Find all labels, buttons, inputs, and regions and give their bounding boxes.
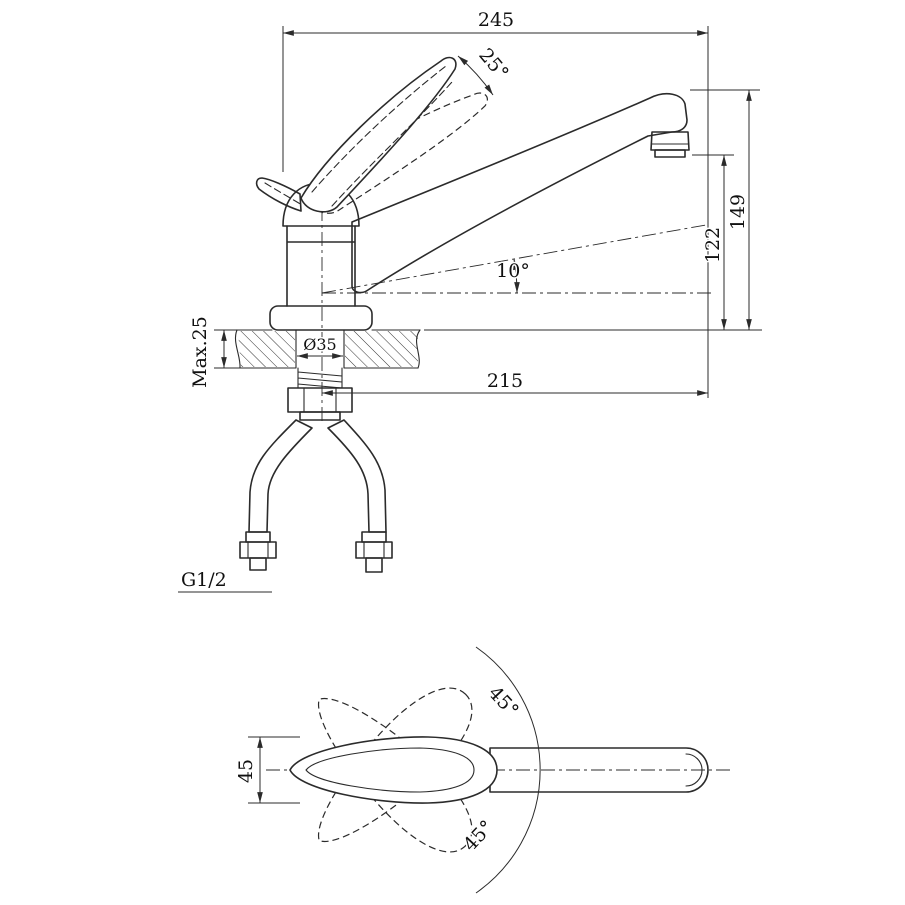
spout-outline xyxy=(351,92,688,294)
arc-spout-angle xyxy=(513,258,520,294)
dim-swing-down-label: 45° xyxy=(459,816,498,856)
hose-left-nut xyxy=(239,541,277,559)
mounting-nut-facets xyxy=(303,387,337,413)
hose-fitting-left xyxy=(239,531,277,571)
mounting-nut xyxy=(287,387,353,413)
dimension-labels: 245 25° 149 122 10° 215 Max.25 Ø35 G1/2 … xyxy=(180,8,751,858)
dim-counter-max-label: Max.25 xyxy=(189,316,211,388)
hose-left-tail xyxy=(249,557,267,571)
arc-handle-angle xyxy=(457,55,494,96)
handle-front-tip xyxy=(255,177,302,212)
plan-spout-cap-line xyxy=(685,753,703,787)
hose-right-nut-facets xyxy=(363,541,385,559)
body-column xyxy=(286,225,356,307)
aerator xyxy=(654,149,686,158)
counter-broken-edge-right xyxy=(416,329,421,369)
dim-total-height-label: 149 xyxy=(727,194,749,230)
hose-right-tail xyxy=(365,557,383,573)
nut-collar xyxy=(299,411,341,421)
dim-spout-reach-label: 215 xyxy=(487,370,523,392)
counter-lines xyxy=(236,329,421,369)
supply-hose-left xyxy=(248,419,313,533)
supply-hose-right xyxy=(327,419,387,533)
dim-spout-angle-label: 10° xyxy=(496,260,530,282)
handle-alternate-position xyxy=(300,56,490,246)
plan-view xyxy=(289,670,709,870)
dim-overall-width-label: 245 xyxy=(478,9,514,31)
hose-right-nut xyxy=(355,541,393,559)
side-view xyxy=(234,56,690,573)
thread-size-label: G1/2 xyxy=(181,569,227,591)
hose-left-ferrule xyxy=(245,531,271,543)
handle-inner-line-2 xyxy=(331,81,453,207)
dim-swing-up-label: 45° xyxy=(484,682,523,722)
handle-inner-line-1 xyxy=(311,65,447,193)
plan-spout xyxy=(489,747,709,793)
handle-front-tip-inner xyxy=(264,182,303,206)
hose-right-ferrule xyxy=(361,531,387,543)
hose-left-nut-facets xyxy=(247,541,269,559)
dimension-lines xyxy=(178,26,762,894)
hose-fitting-right xyxy=(355,531,393,573)
dim-outlet-height-label: 122 xyxy=(702,227,724,263)
counter-hatch-right xyxy=(345,331,418,367)
base-flange xyxy=(269,305,373,331)
dim-hole-diameter-label: Ø35 xyxy=(303,335,336,354)
arc-handle-swing xyxy=(475,646,541,894)
threaded-shank xyxy=(297,367,343,389)
dim-handle-width-label: 45 xyxy=(235,759,257,783)
plan-handle-inner-contour xyxy=(305,747,475,793)
counter-broken-edge-left xyxy=(234,329,241,369)
plan-handle-center xyxy=(289,736,498,804)
counter-hatch-left xyxy=(238,331,295,367)
